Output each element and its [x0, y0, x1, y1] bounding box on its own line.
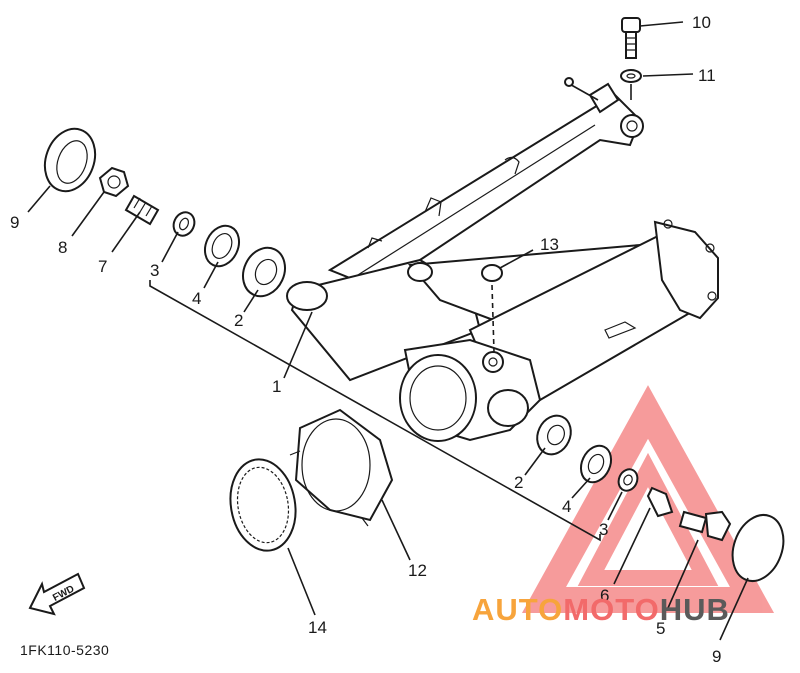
- pivot-bolt-5: [678, 510, 732, 542]
- oil-seal-9-left: [43, 127, 97, 193]
- diagram-code: 1FK110-5230: [20, 642, 109, 658]
- watermark-text: AUTOMOTOHUB: [472, 592, 730, 627]
- collar-3-left: [172, 211, 196, 237]
- callout-2-left: 2: [234, 311, 243, 330]
- callout-9-left: 9: [10, 213, 19, 232]
- watermark-logo: [521, 385, 775, 613]
- callout-5: 5: [656, 619, 665, 638]
- watermark-moto: MOTO: [563, 592, 659, 627]
- fwd-arrow-icon: FWD: [28, 572, 86, 616]
- callout-2-right: 2: [514, 473, 523, 492]
- callout-4-left: 4: [192, 289, 201, 308]
- callout-3-left: 3: [150, 261, 159, 280]
- callout-4-right: 4: [562, 497, 571, 516]
- callout-8: 8: [58, 238, 67, 257]
- callout-3-right: 3: [599, 520, 608, 539]
- dust-cover-12: [289, 408, 394, 527]
- watermark-hub: HUB: [660, 592, 730, 627]
- lock-plate-6: [646, 486, 674, 518]
- callout-13: 13: [540, 235, 559, 254]
- callout-10: 10: [692, 13, 711, 32]
- bearing-2-right: [536, 414, 572, 456]
- callout-6: 6: [600, 586, 609, 605]
- callout-11: 11: [698, 66, 716, 85]
- callouts: 9 8 7 3 4 2 1 13 10 11 12 14 2 4 3 6 5 9: [10, 13, 721, 666]
- bolt-10: [621, 17, 641, 59]
- leader-lines: [27, 21, 749, 641]
- washer-11: [620, 69, 642, 83]
- pivot-shaft-7: [124, 194, 160, 226]
- seal-ring-14: [229, 458, 297, 552]
- swingarm: [286, 77, 719, 442]
- callout-1: 1: [272, 377, 281, 396]
- bearing-4-left: [203, 224, 241, 268]
- bearing-2-left: [242, 246, 286, 298]
- nut-8: [98, 166, 130, 198]
- svg-text:AUTOMOTOHUB: AUTOMOTOHUB: [472, 592, 730, 627]
- collar-3-right: [617, 468, 639, 492]
- callout-14: 14: [308, 618, 327, 637]
- watermark-auto: AUTO: [472, 592, 563, 627]
- callout-7: 7: [98, 257, 107, 276]
- callout-12: 12: [408, 561, 427, 580]
- callout-9-right: 9: [712, 647, 721, 666]
- cap-13: [481, 264, 503, 282]
